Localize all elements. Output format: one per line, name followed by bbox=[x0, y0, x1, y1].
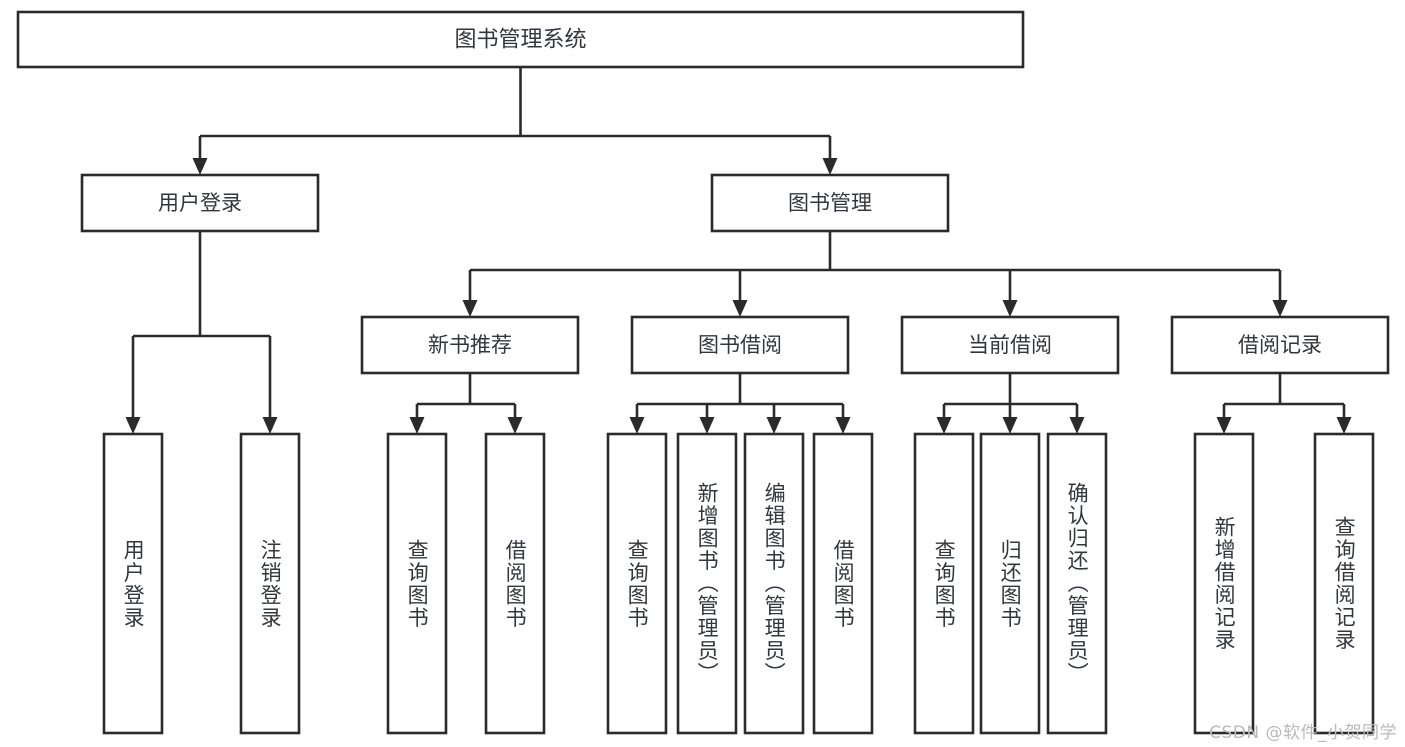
leaf-box-11[interactable] bbox=[1193, 432, 1255, 735]
arrow-head-3-1 bbox=[507, 417, 523, 434]
node-新书推荐-box[interactable] bbox=[360, 315, 580, 375]
arrow-head-5-0 bbox=[936, 417, 952, 434]
arrow-head-2-1 bbox=[732, 300, 748, 317]
node-用户登录-box[interactable] bbox=[80, 173, 320, 233]
leaf-box-8[interactable] bbox=[913, 432, 975, 735]
arrow-head-4-2 bbox=[766, 417, 782, 434]
node-用户登录-label: 用户登录 bbox=[158, 191, 242, 215]
leaf-box-0[interactable] bbox=[102, 432, 164, 735]
arrow-head-1-0 bbox=[125, 417, 141, 434]
leaf-box-7[interactable] bbox=[812, 432, 874, 735]
arrow-head-0-0 bbox=[192, 158, 208, 175]
node-图书借阅-label: 图书借阅 bbox=[698, 333, 782, 357]
arrow-head-2-2 bbox=[1002, 300, 1018, 317]
arrow-head-3-0 bbox=[409, 417, 425, 434]
leaf-box-12[interactable] bbox=[1313, 432, 1375, 735]
node-图书管理系统-box[interactable] bbox=[16, 10, 1025, 69]
leaf-box-2[interactable] bbox=[386, 432, 448, 735]
arrow-head-6-0 bbox=[1216, 417, 1232, 434]
arrow-head-2-3 bbox=[1272, 300, 1288, 317]
node-新书推荐-label: 新书推荐 bbox=[428, 333, 512, 357]
node-当前借阅-label: 当前借阅 bbox=[968, 333, 1052, 357]
leaf-box-4[interactable] bbox=[606, 432, 668, 735]
node-借阅记录-label: 借阅记录 bbox=[1238, 333, 1322, 357]
arrow-head-4-3 bbox=[835, 417, 851, 434]
arrow-head-4-0 bbox=[629, 417, 645, 434]
leaf-box-10[interactable] bbox=[1046, 432, 1108, 735]
leaf-box-1[interactable] bbox=[239, 432, 301, 735]
leaf-box-3[interactable] bbox=[484, 432, 546, 735]
leaf-box-6[interactable] bbox=[743, 432, 805, 735]
node-图书管理-label: 图书管理 bbox=[788, 191, 872, 215]
leaf-box-5[interactable] bbox=[676, 432, 738, 735]
arrow-head-2-0 bbox=[462, 300, 478, 317]
arrow-head-5-2 bbox=[1069, 417, 1085, 434]
node-当前借阅-box[interactable] bbox=[900, 315, 1120, 375]
arrow-head-6-1 bbox=[1336, 417, 1352, 434]
csdn-watermark: CSDN @软件_小贺同学 bbox=[1209, 723, 1397, 743]
arrow-head-4-1 bbox=[699, 417, 715, 434]
node-图书管理系统-label: 图书管理系统 bbox=[454, 28, 586, 53]
arrow-head-1-1 bbox=[262, 417, 278, 434]
arrow-head-5-1 bbox=[1002, 417, 1018, 434]
arrow-head-0-1 bbox=[822, 158, 838, 175]
leaf-box-9[interactable] bbox=[979, 432, 1041, 735]
